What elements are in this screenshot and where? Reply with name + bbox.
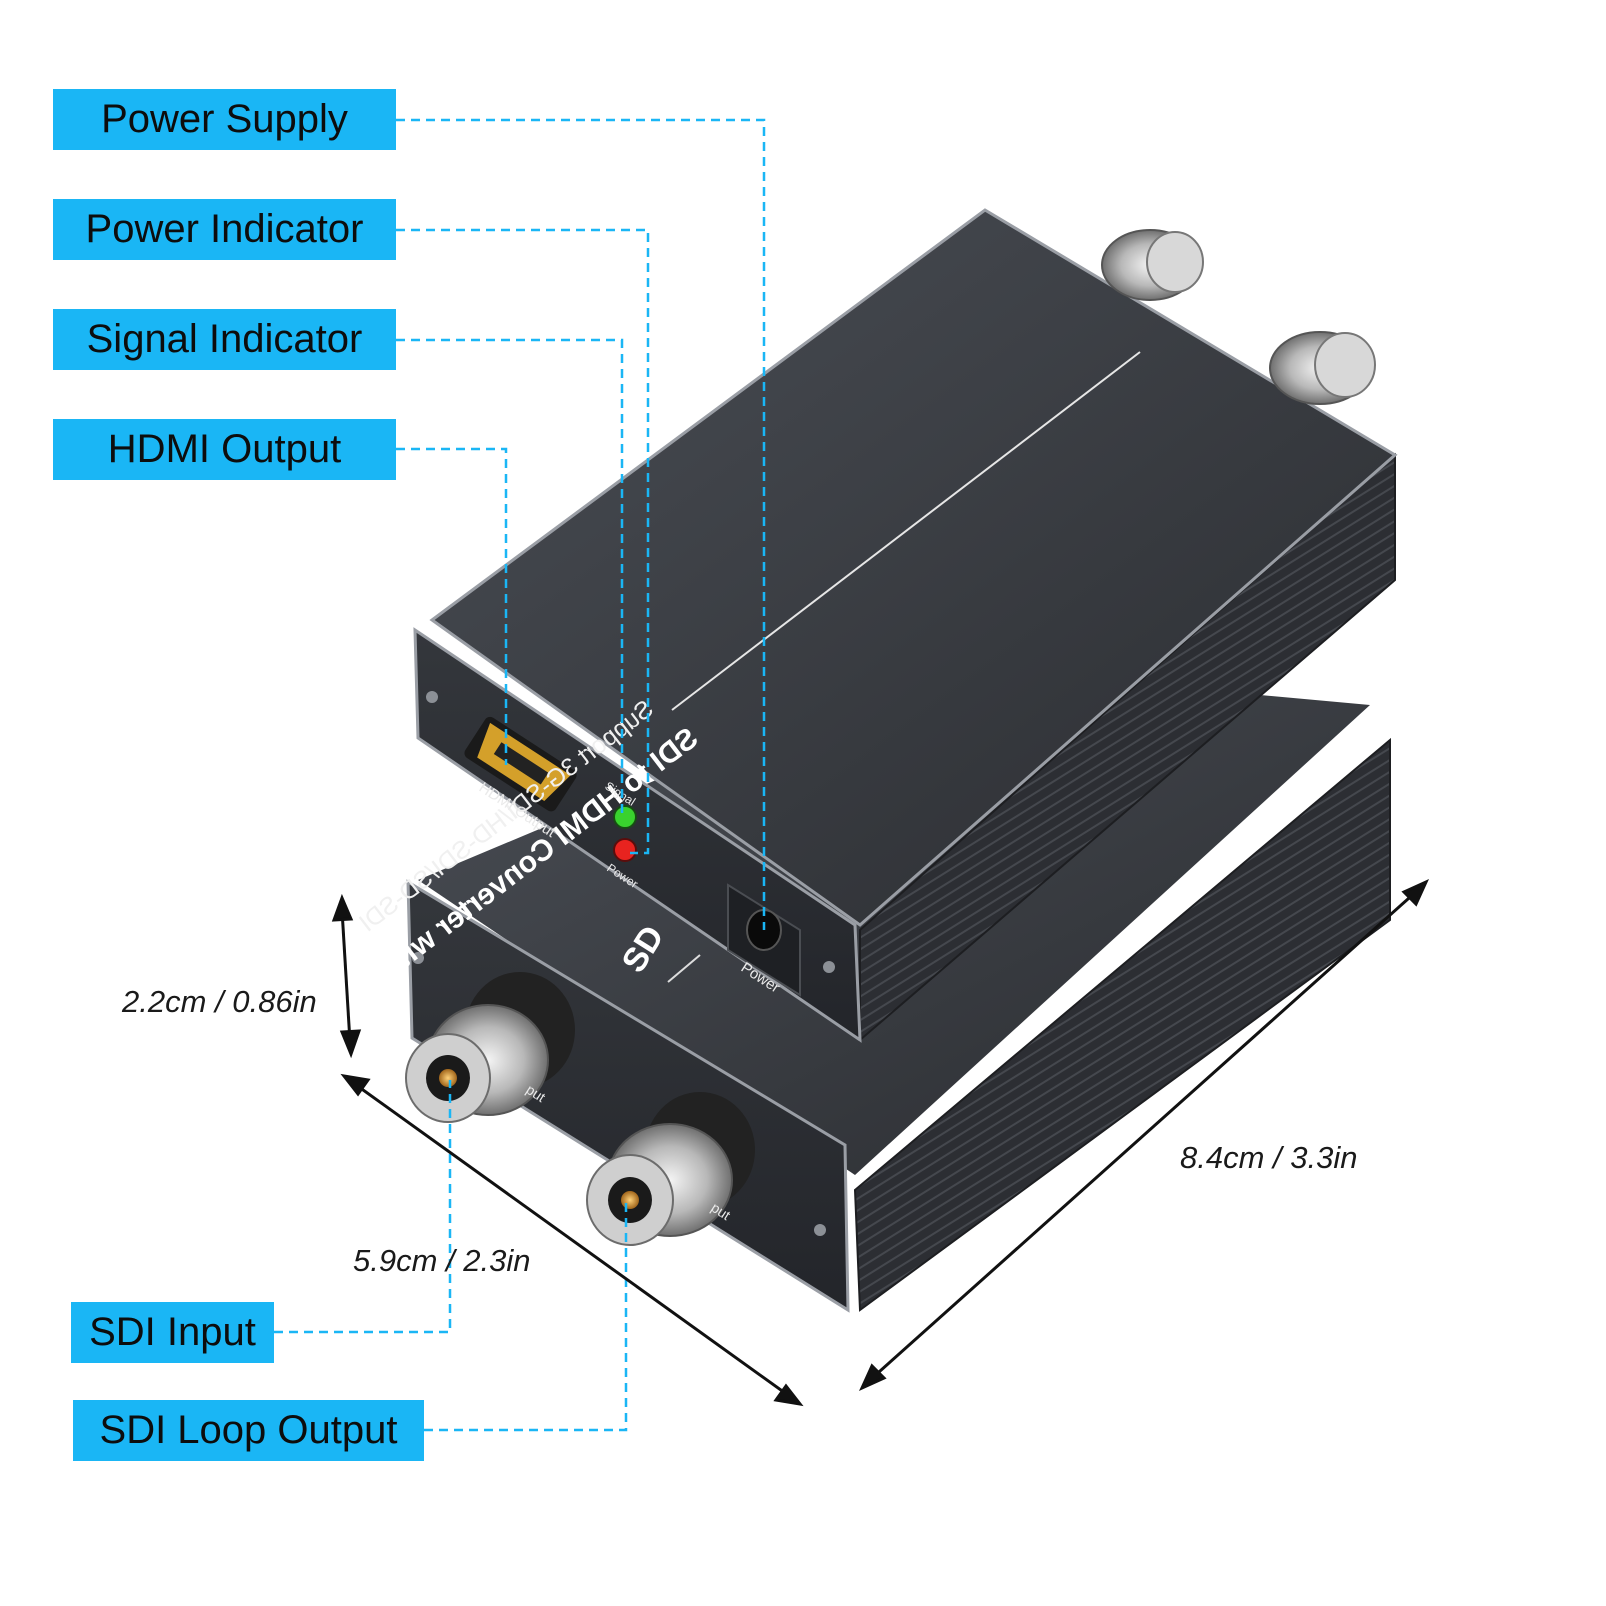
callout-power-indicator: Power Indicator: [53, 199, 396, 260]
leader-sdi-input: [274, 1080, 452, 1334]
upper-unit-top: [429, 208, 1398, 927]
dimension-arrows: [331, 878, 1430, 1407]
leader-power-indicator: [396, 228, 650, 855]
callout-sdi-loop-output: SDI Loop Output: [73, 1400, 424, 1461]
dimension-length-label: 8.4cm / 3.3in: [1180, 1140, 1358, 1175]
screw: [814, 1224, 826, 1236]
callout-signal-indicator: Signal Indicator: [53, 309, 396, 370]
lower-unit-side: [853, 737, 1391, 1312]
leader-power-supply: [396, 118, 766, 930]
hdmi-port: [464, 716, 577, 812]
sdi-input-connector: [405, 972, 575, 1123]
callout-hdmi-output: HDMI Output: [53, 419, 396, 480]
callout-sdi-input: SDI Input: [71, 1302, 274, 1363]
height-arrow: [340, 909, 352, 1043]
callout-power-supply: Power Supply: [53, 89, 396, 150]
signal-led: [613, 805, 637, 829]
top-bnc-connector: [1101, 229, 1204, 301]
leader-hdmi-output: [396, 447, 508, 765]
power-led: [613, 838, 637, 862]
screw: [412, 952, 424, 964]
screw: [426, 691, 438, 703]
screw: [823, 961, 835, 973]
length-arrow: [869, 888, 1419, 1382]
leader-signal-indicator: [396, 338, 624, 815]
sdi-loop-output-connector: [586, 1092, 755, 1246]
width-arrow: [351, 1080, 793, 1400]
upper-unit: [413, 208, 1398, 1043]
dimension-width-label: 5.9cm / 2.3in: [353, 1243, 531, 1278]
dimension-height-label: 2.2cm / 0.86in: [122, 984, 317, 1019]
leader-sdi-loop-output: [424, 1202, 628, 1432]
top-bnc-connector: [1269, 331, 1376, 405]
